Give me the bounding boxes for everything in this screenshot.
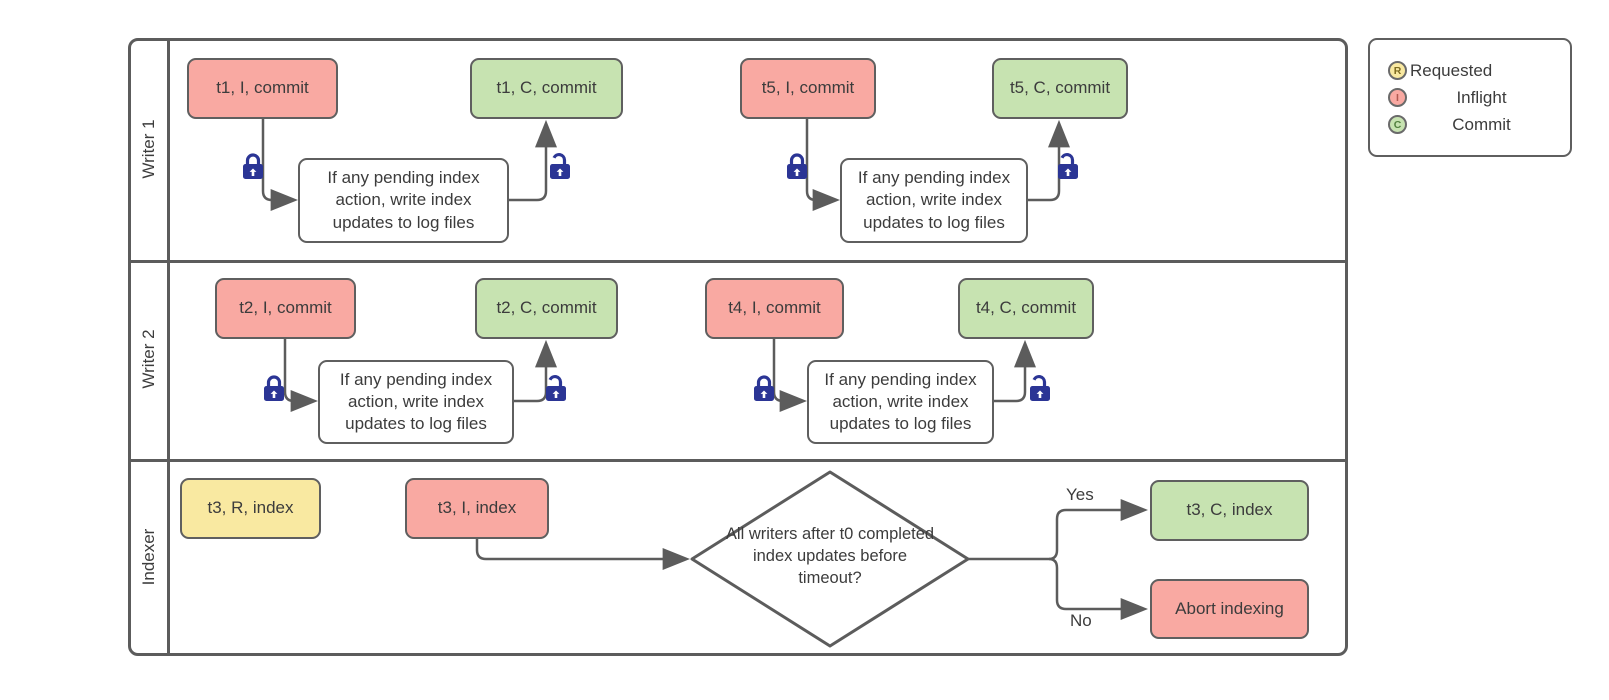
node-t1-commit: t1, C, commit: [470, 58, 623, 119]
lock-closed-icon: [264, 375, 284, 401]
edge-t4-inflight-to-note: [772, 338, 808, 412]
node-t4-commit: t4, C, commit: [958, 278, 1094, 339]
edge-t2-inflight-to-note: [283, 338, 319, 412]
lane-label-divider: [167, 38, 170, 656]
edge-note-to-t2-commit: [513, 339, 557, 403]
lock-closed-icon: [787, 153, 807, 179]
node-t5-commit: t5, C, commit: [992, 58, 1128, 119]
lock-closed-icon: [754, 375, 774, 401]
edge-decision-no: [1048, 557, 1149, 620]
lock-open-icon: [1030, 375, 1050, 401]
node-t1-inflight: t1, I, commit: [187, 58, 338, 119]
requested-badge-icon: R: [1388, 61, 1407, 80]
lane-label-writer2: Writer 2: [139, 329, 158, 389]
lock-open-icon: [550, 153, 570, 179]
edge-t5-inflight-to-note: [805, 118, 841, 211]
edge-decision-yes: [1048, 499, 1149, 561]
edge-label-yes: Yes: [1066, 485, 1094, 504]
lock-open-icon: [546, 375, 566, 401]
decision-diamond-text: All writers after t0 completed index upd…: [725, 525, 935, 587]
edge-label-no: No: [1070, 611, 1092, 630]
lock-closed-icon: [243, 153, 263, 179]
legend-label: Requested: [1410, 60, 1493, 80]
legend-item-requested: R Requested: [1388, 61, 1556, 81]
lane-label-indexer: Indexer: [139, 528, 158, 586]
node-t5-inflight: t5, I, commit: [740, 58, 876, 119]
edge-note-to-t5-commit: [1027, 119, 1070, 202]
edge-note-to-t1-commit: [508, 119, 557, 202]
lane-separator: [128, 459, 1348, 462]
node-pending-note-4: If any pending index action, write index…: [807, 360, 994, 444]
node-t3-requested: t3, R, index: [180, 478, 321, 539]
node-t4-inflight: t4, I, commit: [705, 278, 844, 339]
lane-label-writer1: Writer 1: [139, 119, 158, 179]
legend-label: Commit: [1452, 114, 1511, 134]
inflight-badge-icon: I: [1388, 88, 1407, 107]
lock-open-icon: [1058, 153, 1078, 179]
commit-badge-icon: C: [1388, 115, 1407, 134]
node-pending-note-2: If any pending index action, write index…: [840, 158, 1028, 243]
node-pending-note-3: If any pending index action, write index…: [318, 360, 514, 444]
edge-note-to-t4-commit: [993, 339, 1036, 403]
node-t3-commit: t3, C, index: [1150, 480, 1309, 541]
node-abort-indexing: Abort indexing: [1150, 579, 1309, 639]
lane-separator: [128, 260, 1348, 263]
legend-label: Inflight: [1456, 87, 1507, 107]
edge-t3-inflight-to-decision: [475, 538, 691, 570]
node-t2-commit: t2, C, commit: [475, 278, 618, 339]
legend-item-inflight: I Inflight: [1388, 88, 1556, 108]
node-t2-inflight: t2, I, commit: [215, 278, 356, 339]
node-pending-note-1: If any pending index action, write index…: [298, 158, 509, 243]
node-t3-inflight: t3, I, index: [405, 478, 549, 539]
edge-t1-inflight-to-note: [261, 118, 299, 211]
legend-item-commit: C Commit: [1388, 115, 1556, 135]
swimlane-frame: [128, 38, 1348, 656]
legend: R Requested I Inflight C Commit: [1368, 38, 1572, 157]
